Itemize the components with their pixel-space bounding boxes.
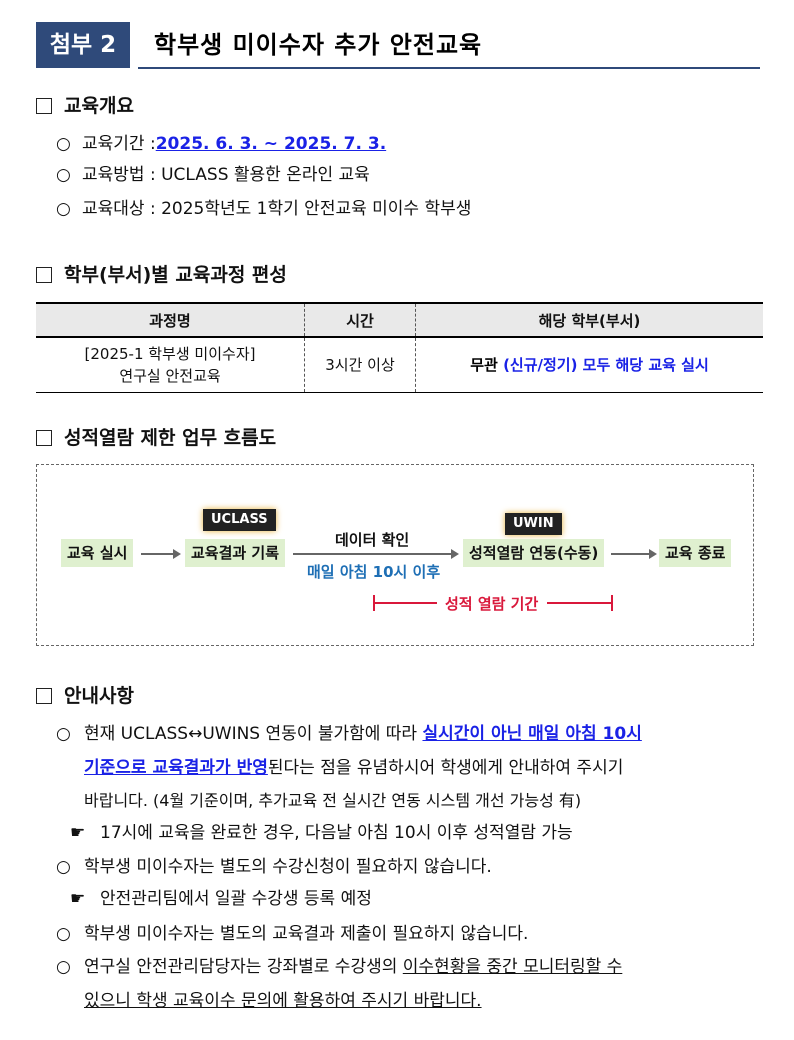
section-flow-heading: 성적열람 제한 업무 흐름도	[36, 426, 276, 450]
checkbox-square-icon	[36, 688, 52, 704]
period-line	[547, 602, 611, 604]
period-end-mark	[611, 595, 613, 611]
col-time: 시간	[304, 302, 416, 338]
flow-diagram: 교육 실시 UCLASS 교육결과 기록 데이터 확인 매일 아침 10시 이후…	[36, 464, 754, 646]
curriculum-table: 과정명 시간 해당 학부(부서) [2025-1 학부생 미이수자] 연구실 안…	[36, 302, 763, 393]
flow-step-education: 교육 실시	[61, 539, 134, 567]
circle-bullet-icon: ○	[56, 199, 71, 219]
checkbox-square-icon	[36, 267, 52, 283]
notice-item-1-sub: 17시에 교육을 완료한 경우, 다음날 아침 10시 이후 성적열람 가능	[100, 823, 573, 843]
dept-cell: 무관 (신규/정기) 모두 해당 교육 실시	[415, 337, 763, 393]
checkbox-square-icon	[36, 98, 52, 114]
notice-item-4-line2: 있으니 학생 교육이수 문의에 활용하여 주시기 바랍니다.	[84, 991, 482, 1011]
circle-bullet-icon: ○	[56, 724, 71, 744]
checkbox-square-icon	[36, 430, 52, 446]
notice-item-1-line3: 바랍니다. (4월 기준이며, 추가교육 전 실시간 연동 시스템 개선 가능성…	[84, 791, 582, 810]
period-label: 성적 열람 기간	[445, 595, 539, 613]
notice-item-4-line1: 연구실 안전관리담당자는 강좌별로 수강생의 이수현황을 중간 모니터링할 수	[84, 957, 623, 977]
circle-bullet-icon: ○	[56, 857, 71, 877]
attachment-badge: 첨부 2	[36, 22, 130, 68]
period-value: 2025. 6. 3. ~ 2025. 7. 3.	[155, 134, 387, 154]
arrow-icon	[293, 550, 459, 558]
notice-item-2: 학부생 미이수자는 별도의 수강신청이 필요하지 않습니다.	[84, 857, 492, 877]
overview-target: ○ 교육대상 : 2025학년도 1학기 안전교육 미이수 학부생	[56, 199, 472, 219]
course-cell: [2025-1 학부생 미이수자] 연구실 안전교육	[36, 337, 305, 393]
uwin-tag: UWIN	[505, 513, 562, 535]
notice-item-3: 학부생 미이수자는 별도의 교육결과 제출이 필요하지 않습니다.	[84, 924, 529, 944]
flow-step-link: 성적열람 연동(수동)	[463, 539, 605, 567]
notice-item-1-line1: 현재 UCLASS↔UWINS 연동이 불가함에 따라 실시간이 아닌 매일 아…	[84, 724, 642, 744]
pointing-hand-icon: ☛	[70, 823, 86, 843]
circle-bullet-icon: ○	[56, 924, 71, 944]
table-row: [2025-1 학부생 미이수자] 연구실 안전교육 3시간 이상 무관 (신규…	[36, 337, 763, 393]
arrow-icon	[611, 550, 657, 558]
section-notice-heading: 안내사항	[36, 684, 134, 708]
col-course: 과정명	[36, 302, 305, 338]
period-line	[375, 602, 437, 604]
notice-item-1-line2: 기준으로 교육결과가 반영된다는 점을 유념하시어 학생에게 안내하여 주시기	[84, 758, 624, 778]
section-curriculum-heading: 학부(부서)별 교육과정 편성	[36, 263, 287, 287]
uclass-tag: UCLASS	[203, 509, 276, 531]
pointing-hand-icon: ☛	[70, 889, 86, 909]
circle-bullet-icon: ○	[56, 165, 71, 185]
notice-item-2-sub: 안전관리팀에서 일괄 수강생 등록 예정	[100, 889, 372, 909]
flow-mid-bottom: 매일 아침 10시 이후	[307, 563, 441, 581]
overview-period: ○ 교육기간 : 2025. 6. 3. ~ 2025. 7. 3.	[56, 134, 387, 154]
col-dept: 해당 학부(부서)	[415, 302, 763, 338]
circle-bullet-icon: ○	[56, 134, 71, 154]
flow-step-record: 교육결과 기록	[185, 539, 286, 567]
flow-step-end: 교육 종료	[659, 539, 732, 567]
flow-mid-top: 데이터 확인	[335, 531, 410, 549]
period-start-mark	[373, 595, 375, 611]
time-cell: 3시간 이상	[304, 337, 416, 393]
section-overview-heading: 교육개요	[36, 94, 134, 118]
arrow-icon	[141, 550, 181, 558]
page-title: 학부생 미이수자 추가 안전교육	[154, 31, 483, 59]
overview-method: ○ 교육방법 : UCLASS 활용한 온라인 교육	[56, 165, 370, 185]
circle-bullet-icon: ○	[56, 957, 71, 977]
title-underline	[138, 67, 760, 69]
